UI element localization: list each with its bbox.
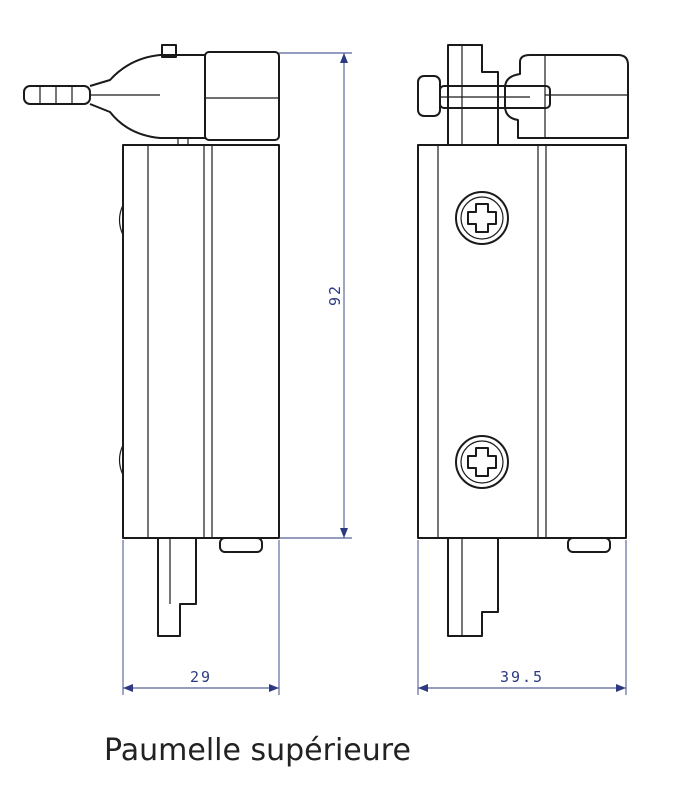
screw-bottom: [455, 435, 509, 489]
height-dimension-label: 92: [326, 284, 344, 306]
drawing-caption: Paumelle supérieure: [104, 733, 411, 768]
dimension-left-width: 29: [122, 540, 280, 695]
right-width-dimension-label: 39.5: [500, 668, 544, 686]
left-width-dimension-label: 29: [190, 668, 212, 686]
screw-top: [455, 191, 509, 245]
side-view: [23, 44, 280, 637]
dimension-height: 92: [279, 52, 352, 539]
dimension-right-width: 39.5: [417, 540, 627, 695]
front-view: [417, 44, 629, 637]
